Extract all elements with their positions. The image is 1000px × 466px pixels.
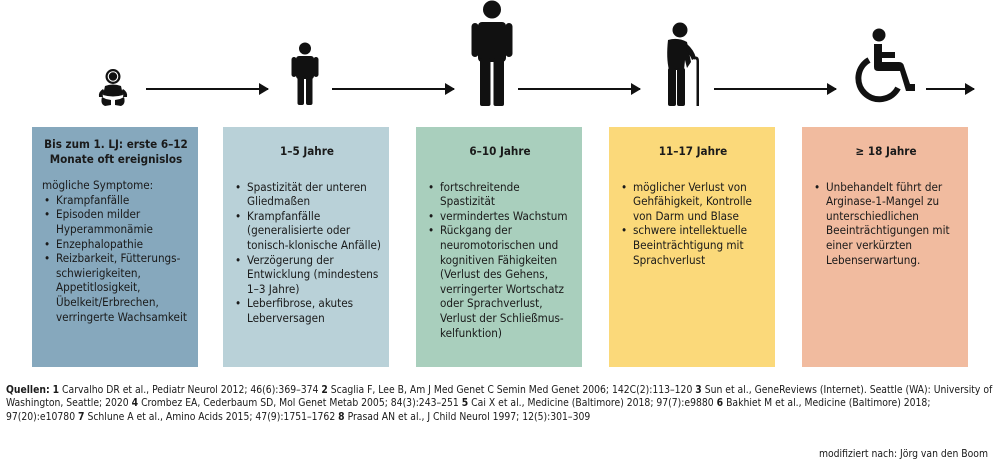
list-item: Episoden milder Hyperammonämie bbox=[42, 207, 190, 236]
ref-number: 3 bbox=[695, 384, 702, 396]
list-item: Leberfibrose, akutes Leberversagen bbox=[233, 296, 381, 325]
stage-title: 6–10 Jahre bbox=[469, 144, 531, 158]
ref-text: Scaglia F, Lee B, Am J Med Genet C Semin… bbox=[330, 384, 693, 396]
credit-line: modifiziert nach: Jörg van den Boom bbox=[818, 448, 988, 460]
ref-text: Carvalho DR et al., Pediatr Neurol 2012;… bbox=[62, 384, 319, 396]
list-item: schwere intellektuelle Beeinträchtigung … bbox=[619, 223, 767, 267]
stage-title: ≥ 18 Jahre bbox=[855, 144, 917, 158]
list-item: Verzögerung der Entwicklung (mindestens … bbox=[233, 253, 381, 297]
list-item: Unbehandelt führt der Arginase-1-Mangel … bbox=[812, 180, 960, 268]
ref-text: Sun et al., GeneReviews (Internet). Seat… bbox=[6, 384, 993, 410]
list-item: fortschreitende Spastizität bbox=[426, 180, 574, 209]
adult-icon bbox=[471, 0, 513, 106]
ref-number: 5 bbox=[461, 397, 469, 410]
age-timeline bbox=[0, 0, 1000, 120]
ref-number: 4 bbox=[131, 397, 139, 410]
timeline-arrow bbox=[146, 83, 269, 95]
timeline-arrow bbox=[332, 83, 455, 95]
stage-box-1-5-years: 1–5 Jahre Spastizität der unteren Gliedm… bbox=[223, 127, 389, 367]
list-item: Rückgang der neuromotorischen und kognit… bbox=[426, 223, 574, 340]
stage-title: 1–5 Jahre bbox=[280, 144, 334, 158]
ref-number: 7 bbox=[78, 410, 85, 423]
stage-box-adult: ≥ 18 Jahre Unbehandelt führt der Arginas… bbox=[802, 127, 968, 367]
stage-box-6-10-years: 6–10 Jahre fortschreitende Spastizität v… bbox=[416, 127, 582, 367]
timeline-arrow bbox=[714, 83, 837, 95]
ref-text: Prasad AN et al., J Child Neurol 1997; 1… bbox=[347, 410, 591, 423]
stage-intro: mögliche Symptome: bbox=[42, 178, 154, 193]
stage-box-infancy: Bis zum 1. LJ: erste 6–12 Monate oft ere… bbox=[32, 127, 198, 367]
symptom-list: Krampfanfälle Episoden milder Hyperammon… bbox=[42, 193, 190, 324]
ref-number: 1 bbox=[52, 384, 60, 396]
ref-text: Bakhiet M et al., Medicine (Baltimore) 2… bbox=[6, 397, 931, 423]
symptom-list: Unbehandelt führt der Arginase-1-Mangel … bbox=[812, 180, 960, 268]
symptom-list: möglicher Verlust von Gehfähigkeit, Kont… bbox=[619, 180, 767, 268]
wheelchair-icon bbox=[855, 28, 915, 103]
child-icon bbox=[291, 42, 319, 105]
ref-text: Cai X et al., Medicine (Baltimore) 2018;… bbox=[471, 397, 714, 410]
stage-title: 11–17 Jahre bbox=[658, 144, 728, 158]
timeline-arrow bbox=[926, 83, 975, 95]
elderly-icon bbox=[667, 22, 699, 106]
timeline-arrow bbox=[518, 83, 641, 95]
symptom-list: fortschreitende Spastizität vermindertes… bbox=[426, 180, 574, 341]
stage-title: Bis zum 1. LJ: erste 6–12 Monate oft ere… bbox=[44, 137, 188, 166]
list-item: Spastizität der unteren Gliedmaßen bbox=[233, 180, 381, 209]
ref-number: 6 bbox=[716, 397, 724, 410]
sources-label: Quellen: bbox=[6, 384, 50, 396]
list-item: Enzephalopathie bbox=[42, 237, 190, 252]
list-item: Krampfanfälle bbox=[42, 193, 190, 208]
ref-number: 2 bbox=[321, 384, 328, 396]
ref-text: Schlune A et al., Amino Acids 2015; 47(9… bbox=[87, 410, 336, 423]
ref-text: Crombez EA, Cederbaum SD, Mol Genet Meta… bbox=[141, 397, 459, 410]
list-item: möglicher Verlust von Gehfähigkeit, Kont… bbox=[619, 180, 767, 224]
list-item: vermindertes Wachstum bbox=[426, 209, 574, 224]
list-item: Reizbarkeit, Fütterungs-schwierigkeiten,… bbox=[42, 251, 190, 324]
baby-icon bbox=[98, 69, 128, 106]
list-item: Krampfanfälle (generalisierte oder tonis… bbox=[233, 209, 381, 253]
ref-number: 8 bbox=[338, 410, 345, 423]
symptom-list: Spastizität der unteren Gliedmaßen Kramp… bbox=[233, 180, 381, 326]
stage-box-11-17-years: 11–17 Jahre möglicher Verlust von Gehfäh… bbox=[609, 127, 775, 367]
sources-footnote: Quellen: 1 Carvalho DR et al., Pediatr N… bbox=[6, 384, 996, 424]
